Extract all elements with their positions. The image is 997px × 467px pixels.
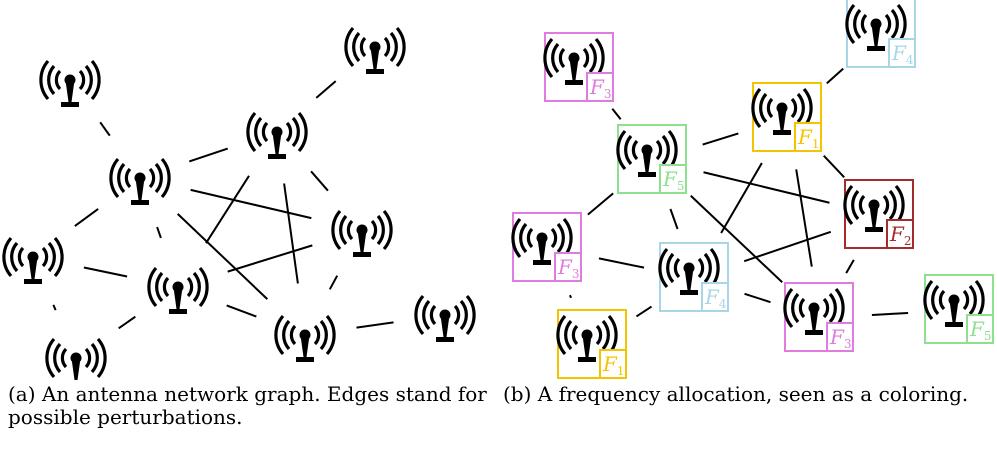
graph-edge [99, 121, 111, 137]
graph-edge [795, 169, 813, 267]
graph-edge [690, 195, 783, 283]
frequency-label-box [966, 314, 994, 344]
colored-antenna-node: F2 [843, 179, 914, 249]
graph-edge [227, 244, 313, 273]
graph-edge [356, 321, 394, 329]
graph-edge [744, 292, 771, 304]
graph-edge [188, 147, 229, 163]
frequency-label-box [554, 252, 582, 282]
antenna-icon [39, 59, 101, 109]
graph-edge [826, 67, 844, 85]
graph-edge [52, 304, 57, 311]
frequency-label-box [659, 164, 687, 194]
antenna-icon [2, 236, 64, 286]
graph-edge [702, 132, 739, 146]
antenna-icon [109, 157, 171, 207]
colored-antenna-node: F1 [751, 82, 822, 152]
caption-a: (a) An antenna network graph. Edges stan… [8, 382, 487, 429]
panel-a-graph [2, 26, 476, 380]
graph-edge [190, 188, 312, 220]
colored-antenna-node: F5 [616, 124, 687, 194]
colored-antenna-node: F3 [783, 282, 854, 352]
antenna-icon [414, 294, 476, 344]
graph-edge [118, 315, 136, 330]
colored-antenna-node: F3 [543, 32, 614, 102]
frequency-label-box [886, 219, 914, 249]
graph-edge [587, 192, 614, 216]
graph-edge [176, 213, 269, 300]
colored-antenna-node: F3 [511, 212, 582, 282]
frequency-label-box [586, 72, 614, 102]
graph-edge [845, 259, 855, 274]
graph-edge [74, 208, 99, 227]
graph-edge [283, 183, 299, 284]
colored-antenna-node: F1 [556, 309, 627, 379]
graph-edge [720, 162, 763, 234]
graph-edge [871, 311, 909, 317]
frequency-label-box [701, 282, 729, 312]
graph-edge [743, 230, 832, 263]
graph-edge [83, 266, 128, 278]
antenna-icon [344, 26, 406, 76]
graph-edge [703, 171, 830, 204]
frequency-label-box [826, 322, 854, 352]
colored-antenna-node: F4 [658, 242, 729, 312]
graph-edge [328, 275, 339, 290]
graph-edge [315, 80, 337, 99]
colored-antenna-node: F5 [923, 274, 994, 344]
graph-edge [226, 304, 257, 318]
antenna-icon [45, 337, 107, 380]
colored-antenna-node: F4 [845, 0, 916, 68]
caption-b: (b) A frequency allocation, seen as a co… [503, 382, 969, 406]
frequency-label-box [794, 122, 822, 152]
graph-edge [823, 155, 845, 178]
graph-edge [156, 226, 162, 239]
graph-edge [205, 175, 250, 244]
graph-edge [598, 257, 645, 269]
graph-edge [669, 208, 679, 230]
antenna-icon [331, 209, 393, 259]
antenna-icon [274, 314, 336, 364]
graph-edge [310, 170, 329, 192]
graph-edge [611, 108, 622, 120]
graph-edge [635, 305, 653, 318]
frequency-label-box [888, 38, 916, 68]
antenna-icon [147, 266, 209, 316]
graph-edge [568, 294, 573, 299]
frequency-label-box [599, 349, 627, 379]
antenna-icon [246, 111, 308, 161]
